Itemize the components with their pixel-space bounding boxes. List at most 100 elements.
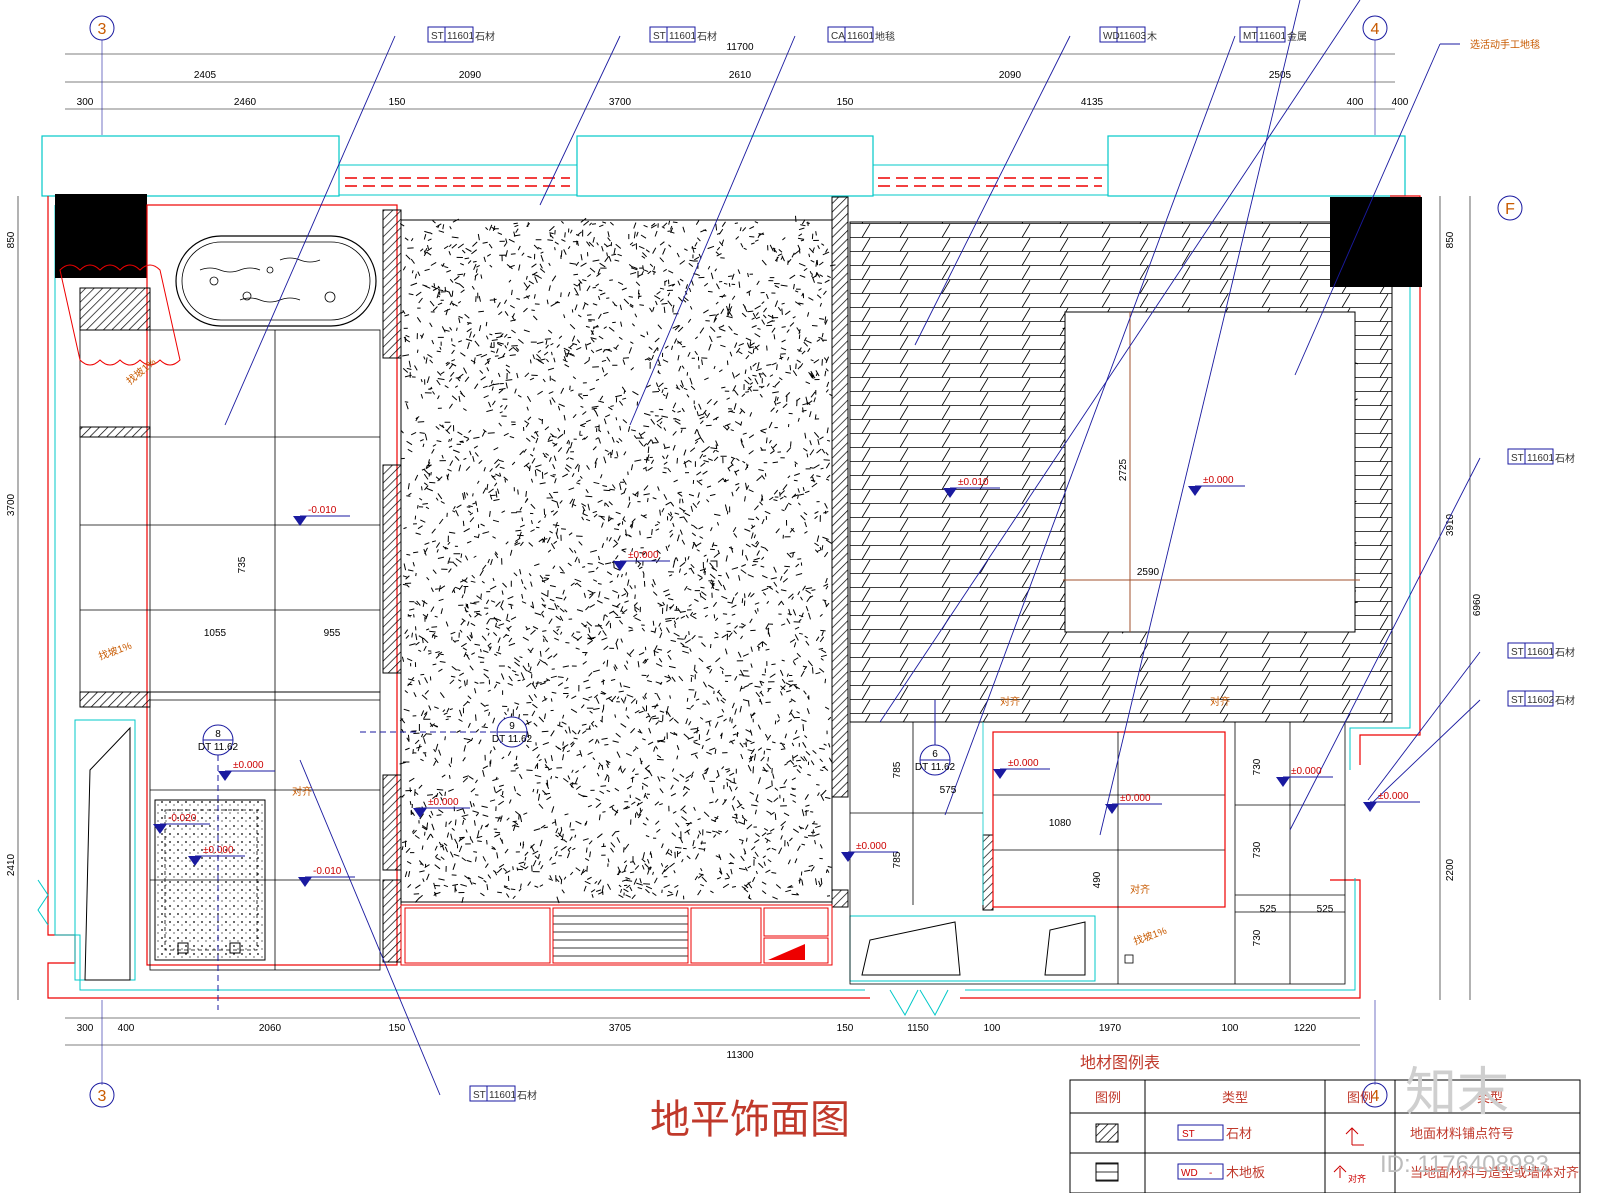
level-value: ±0.000	[1008, 758, 1039, 769]
tag-label: 石材	[697, 30, 717, 43]
inner-dim: 2590	[1137, 567, 1160, 578]
note: 对齐	[1000, 695, 1020, 708]
section-ref: DT 11.62	[915, 762, 956, 773]
axis-bubble-bottom-right: 4	[1362, 1082, 1388, 1108]
legend-type-wood: 木地板	[1226, 1165, 1265, 1180]
legend-desc-align: 当地面材料与造型或墙体对齐	[1410, 1165, 1579, 1180]
dim-top-row2: 2610	[729, 70, 752, 81]
level-value: ±0.000	[1203, 475, 1234, 486]
svg-text:F: F	[1505, 201, 1515, 218]
dim-total-top: 11700	[726, 42, 754, 53]
level-marker: ±0.000	[413, 797, 470, 818]
note: 找坡1%	[97, 639, 134, 663]
tag-number: 11601	[1527, 453, 1555, 464]
level-value: ±0.000	[233, 760, 264, 771]
inner-dim: 525	[1317, 904, 1334, 915]
dim-right: 6960	[1472, 593, 1483, 616]
svg-text:3: 3	[98, 21, 107, 38]
inner-dim: 1055	[204, 628, 227, 639]
legend-code-wd-num: -	[1209, 1168, 1212, 1179]
legend-header-type-2: 类型	[1477, 1090, 1503, 1105]
tag-label: 石材	[475, 30, 495, 43]
tag-number: 11601	[447, 31, 475, 42]
level-value: -0.020	[168, 813, 197, 824]
bedroom-wood-floor	[849, 221, 1393, 723]
tag-code: WD	[1103, 31, 1120, 42]
level-value: ±0.000	[856, 841, 887, 852]
section-mark: 6DT 11.62	[915, 744, 956, 776]
level-marker: ±0.010	[943, 477, 1000, 498]
dimension-lines	[17, 40, 1471, 1085]
section-number: 8	[215, 729, 221, 740]
svg-text:4: 4	[1371, 21, 1380, 38]
level-marker: ±0.000	[1276, 766, 1333, 787]
legend-header-symbol: 图例	[1095, 1090, 1121, 1105]
legend-code-wd: WD	[1181, 1168, 1198, 1179]
tag-label: 金属	[1287, 30, 1307, 43]
inner-dim: 575	[940, 785, 957, 796]
dim-bottom-row1: 1970	[1099, 1023, 1122, 1034]
level-marker: -0.010	[293, 505, 350, 526]
dim-bottom-row1: 150	[389, 1023, 406, 1034]
tag-number: 11601	[1527, 647, 1555, 658]
dim-top-row3: 400	[1347, 97, 1364, 108]
dim-top-row2: 2505	[1269, 70, 1292, 81]
paving-start-symbol	[1345, 1127, 1364, 1146]
level-value: ±0.000	[628, 550, 659, 561]
bathroom-floor	[59, 235, 381, 971]
dim-bottom-row1: 300	[77, 1023, 94, 1034]
brand-watermark: 知末 ID: 1176408983	[1380, 1064, 1549, 1178]
legend-header-type: 类型	[1222, 1090, 1248, 1105]
inner-dim: 955	[324, 628, 341, 639]
svg-text:4: 4	[1371, 1088, 1380, 1105]
level-marker: ±0.000	[1363, 791, 1420, 812]
drawing-title: 地平饰面图	[650, 1097, 850, 1143]
inner-dim: 730	[1252, 929, 1263, 946]
dim-top-row2: 2405	[194, 70, 217, 81]
level-value: ±0.000	[1378, 791, 1409, 802]
dim-right: 850	[1445, 231, 1456, 248]
dim-bottom-row1: 400	[118, 1023, 135, 1034]
dim-bottom-row1: 2060	[259, 1023, 282, 1034]
living-room-carpet	[400, 219, 833, 966]
legend-type-stone: 石材	[1226, 1126, 1252, 1141]
dim-left: 850	[6, 231, 17, 248]
note: 对齐	[1130, 883, 1150, 896]
image-id: ID: 1176408983	[1380, 1151, 1549, 1178]
carpet-texture	[399, 215, 836, 904]
callout-rug: 选活动手工地毯	[1470, 38, 1540, 51]
align-symbol	[1333, 1165, 1347, 1178]
dim-bottom-row1: 150	[837, 1023, 854, 1034]
dim-top-row3: 2460	[234, 97, 257, 108]
axis-bubbles: 3 4 3 4 F	[89, 15, 1523, 1108]
inner-dim: 525	[1260, 904, 1277, 915]
dim-bottom-row1: 100	[984, 1023, 1001, 1034]
dim-bottom-row1: 1150	[907, 1023, 929, 1034]
legend-align-label: 对齐	[1348, 1173, 1366, 1184]
tag-label: 石材	[1555, 646, 1575, 659]
dim-bottom-row1: 3705	[609, 1023, 632, 1034]
dim-top-row3: 400	[1392, 97, 1409, 108]
level-value: -0.010	[308, 505, 337, 516]
legend-header-symbol-2: 图例	[1347, 1090, 1373, 1105]
dim-top-row3: 300	[77, 97, 94, 108]
tag-code: ST	[473, 1090, 486, 1101]
tag-label: 地毯	[875, 30, 895, 43]
tag-label: 石材	[517, 1089, 537, 1102]
tag-code: ST	[1511, 453, 1524, 464]
dim-top-row3: 150	[837, 97, 854, 108]
wood-swatch	[1095, 1162, 1119, 1182]
tag-code: ST	[653, 31, 666, 42]
inner-dim: 1080	[1049, 818, 1072, 829]
dim-right: 2200	[1445, 858, 1456, 881]
level-marker: ±0.000	[1105, 793, 1162, 814]
tag-label: 石材	[1555, 694, 1575, 707]
axis-bubble-top-left: 3	[89, 15, 115, 41]
